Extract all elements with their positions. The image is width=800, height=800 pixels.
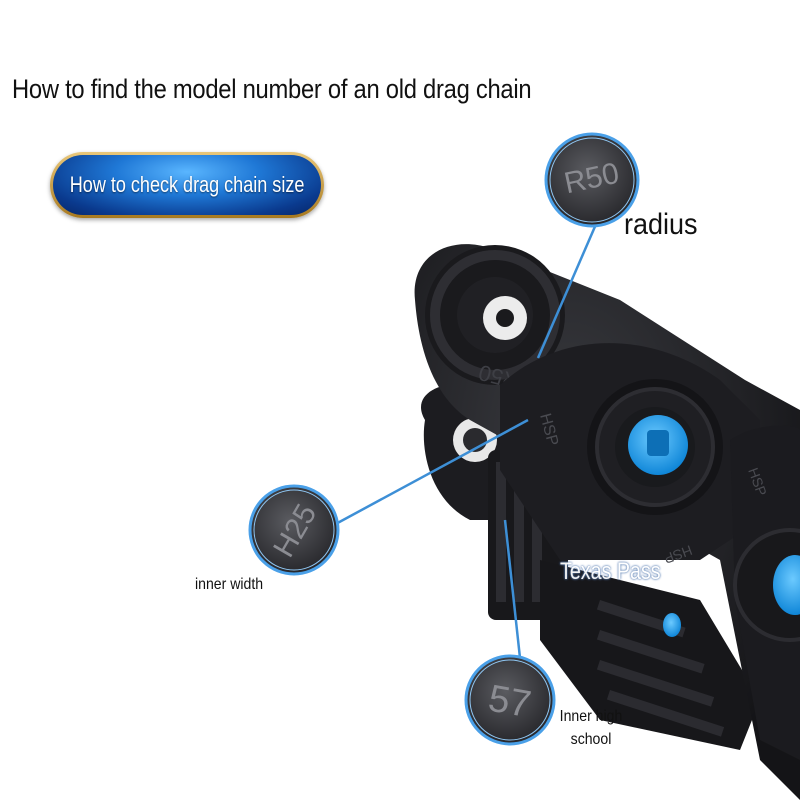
inner-width-callout-line: [331, 418, 529, 528]
inner-height-callout-line: [503, 519, 522, 659]
inner-width-zoom-circle: H25: [248, 484, 340, 576]
radius-zoom-circle: R50: [544, 132, 640, 228]
radius-callout-line: [536, 214, 602, 359]
radius-label: radius: [624, 208, 698, 241]
inner-width-label: inner width: [195, 576, 264, 593]
inner-height-zoom-circle: 57: [464, 654, 556, 746]
center-chain-link: HSP: [500, 343, 760, 560]
check-size-button-face[interactable]: How to check drag chain size: [53, 155, 321, 215]
page-title: How to find the model number of an old d…: [12, 74, 532, 104]
inner-height-marking: 57: [485, 678, 534, 727]
inner-height-label: Inner high school: [557, 705, 626, 751]
inner-height-label-line2: school: [570, 731, 612, 748]
check-size-button-label: How to check drag chain size: [69, 172, 305, 197]
watermark: Texas Pass: [560, 558, 661, 585]
check-size-button[interactable]: How to check drag chain size: [50, 152, 324, 218]
inner-height-label-line1: Inner high: [559, 708, 623, 725]
callout-lines: [331, 214, 602, 659]
right-chain-link: HSP HSP: [662, 425, 800, 760]
rear-chain-links: [421, 384, 760, 750]
